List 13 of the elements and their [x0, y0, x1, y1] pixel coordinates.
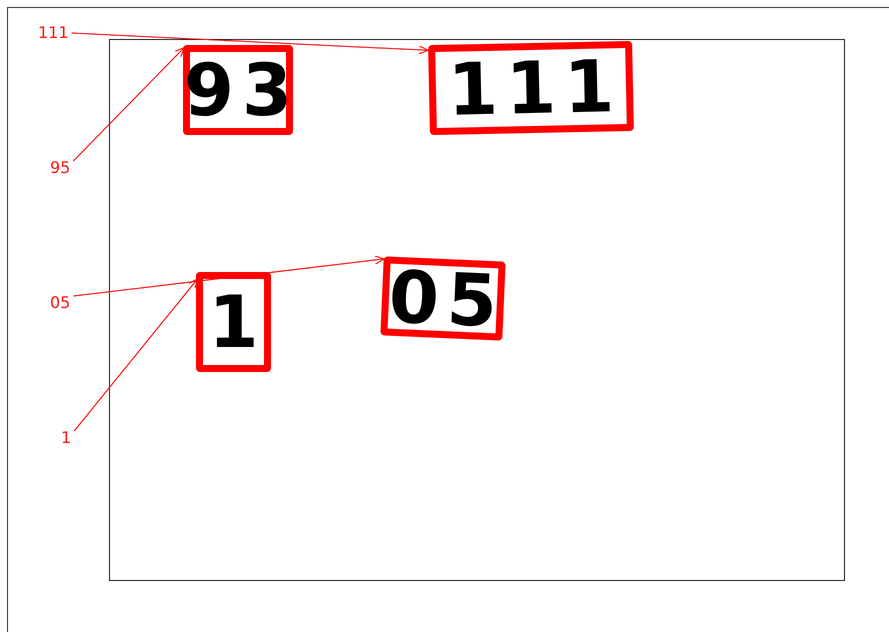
detection-box	[428, 40, 634, 136]
leader-arrow	[72, 256, 385, 296]
handwritten-digits: 111	[447, 50, 623, 126]
leader-arrow	[72, 47, 185, 162]
prediction-label: 111	[38, 24, 69, 42]
leader-arrow	[74, 278, 198, 432]
handwritten-digits: 05	[387, 260, 507, 338]
prediction-label: 95	[50, 159, 70, 177]
detection-box	[196, 272, 271, 372]
prediction-label: 1	[61, 429, 72, 447]
handwritten-digits: 1	[208, 286, 267, 358]
prediction-label: 05	[50, 294, 70, 312]
leader-arrow	[71, 32, 429, 54]
